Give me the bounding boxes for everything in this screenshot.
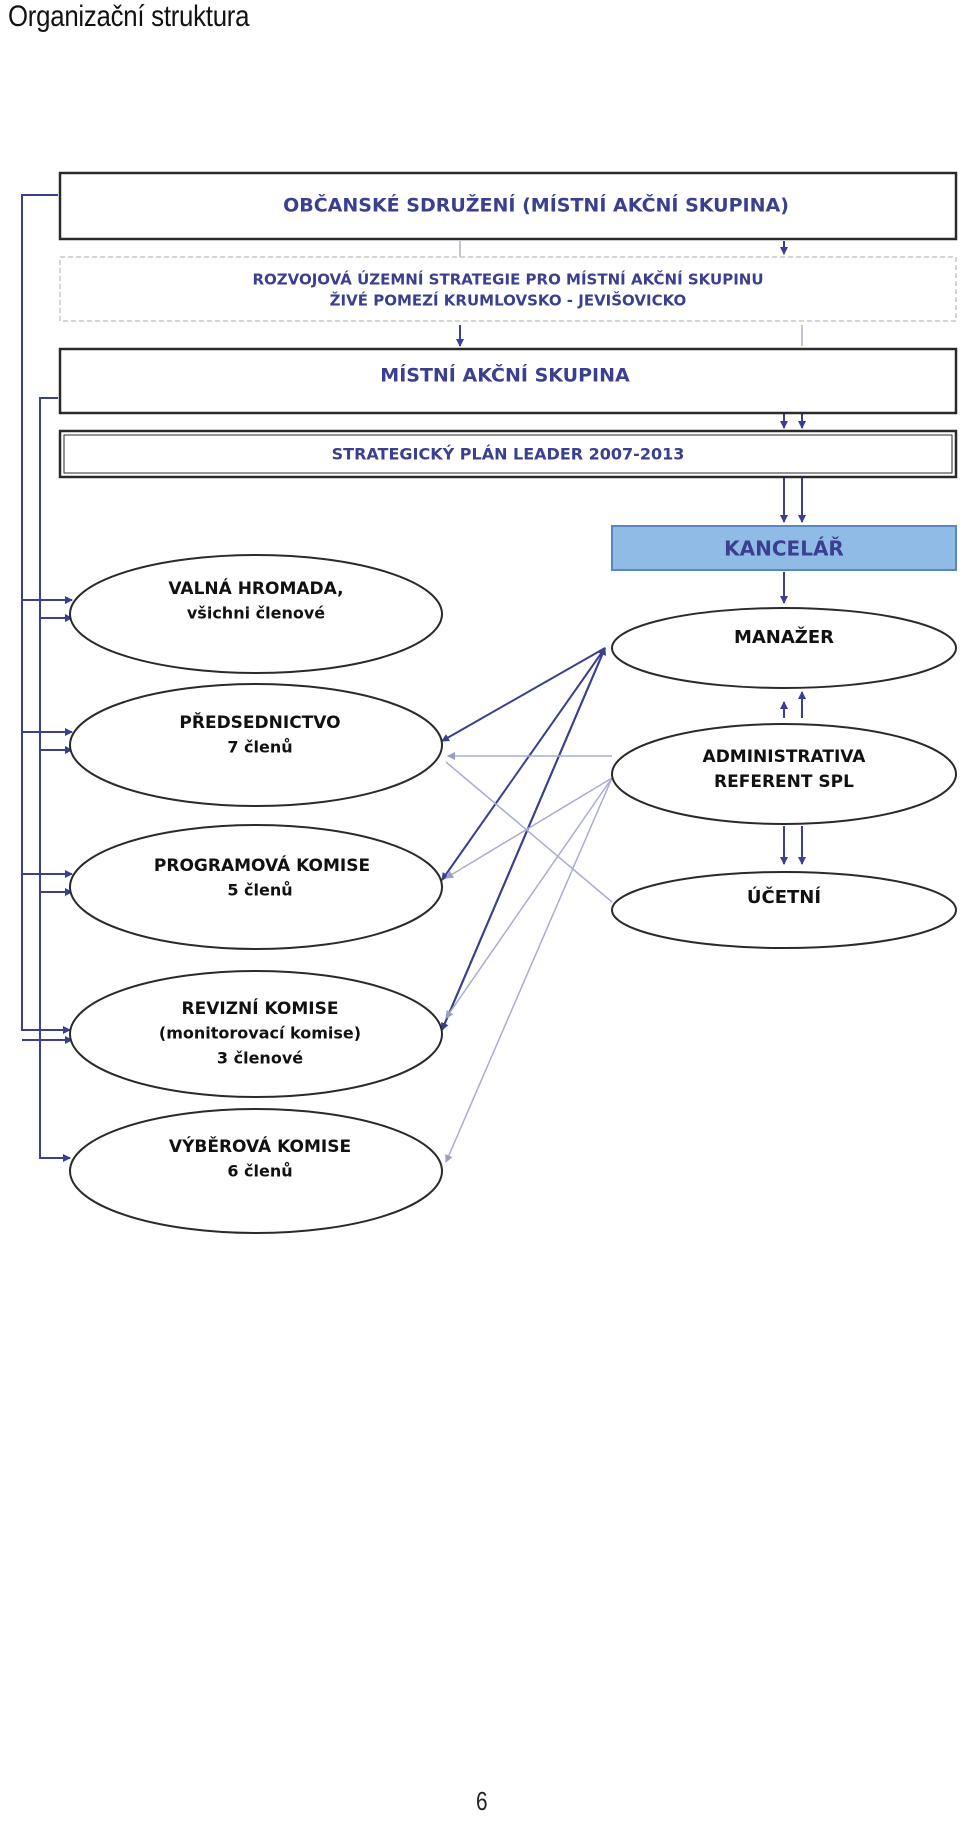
accountant-label: ÚČETNÍ — [747, 886, 821, 908]
ellipse-presidium: PŘEDSEDNICTVO 7 členů — [69, 683, 443, 807]
ellipse-audit-committee: REVIZNÍ KOMISE (monitorovací komise) 3 č… — [69, 970, 443, 1098]
administration-connectors — [445, 752, 613, 1163]
strategy-label-line1: ROZVOJOVÁ ÚZEMNÍ STRATEGIE PRO MÍSTNÍ AK… — [252, 270, 763, 289]
presidium-line1: PŘEDSEDNICTVO — [179, 711, 340, 733]
administration-line1: ADMINISTRATIVA — [703, 747, 867, 767]
local-action-group-label: MÍSTNÍ AKČNÍ SKUPINA — [380, 363, 630, 387]
ellipse-general-assembly: VALNÁ HROMADA, všichni členové — [69, 554, 443, 674]
audit-committee-line2: (monitorovací komise) — [159, 1024, 361, 1043]
box-strategy: ROZVOJOVÁ ÚZEMNÍ STRATEGIE PRO MÍSTNÍ AK… — [59, 256, 957, 322]
manager-connectors — [441, 647, 606, 1031]
presidium-line2: 7 členů — [227, 738, 292, 757]
audit-committee-line3: 3 členové — [217, 1049, 303, 1068]
ellipse-selection-committee: VÝBĚROVÁ KOMISE 6 členů — [69, 1108, 443, 1234]
administration-line2: REFERENT SPL — [714, 772, 854, 792]
manager-label: MANAŽER — [734, 626, 834, 648]
strategic-plan-label: STRATEGICKÝ PLÁN LEADER 2007-2013 — [332, 445, 685, 464]
vertical-connectors — [456, 241, 806, 865]
box-office: KANCELÁŘ — [611, 525, 957, 571]
box-civic-association: OBČANSKÉ SDRUŽENÍ (MÍSTNÍ AKČNÍ SKUPINA) — [58, 171, 958, 241]
ellipse-program-committee: PROGRAMOVÁ KOMISE 5 členů — [69, 824, 443, 950]
ellipse-accountant: ÚČETNÍ — [611, 871, 957, 949]
box-strategic-plan: STRATEGICKÝ PLÁN LEADER 2007-2013 — [58, 429, 958, 479]
civic-association-label: OBČANSKÉ SDRUŽENÍ (MÍSTNÍ AKČNÍ SKUPINA) — [283, 193, 789, 217]
strategy-label-line2: ŽIVÉ POMEZÍ KRUMLOVSKO - JEVIŠOVICKO — [330, 291, 687, 310]
audit-committee-line1: REVIZNÍ KOMISE — [182, 997, 339, 1019]
program-committee-line2: 5 členů — [227, 881, 292, 900]
program-committee-line1: PROGRAMOVÁ KOMISE — [154, 854, 370, 876]
general-assembly-line2: všichni členové — [187, 604, 325, 623]
selection-committee-line1: VÝBĚROVÁ KOMISE — [169, 1135, 351, 1157]
ellipse-manager: MANAŽER — [611, 607, 957, 689]
box-local-action-group: MÍSTNÍ AKČNÍ SKUPINA — [58, 347, 958, 415]
org-chart-diagram: OBČANSKÉ SDRUŽENÍ (MÍSTNÍ AKČNÍ SKUPINA)… — [21, 171, 958, 1234]
general-assembly-line1: VALNÁ HROMADA, — [168, 577, 343, 599]
light-vertical-connectors — [459, 241, 803, 346]
left-connectors — [21, 194, 73, 1162]
office-label: KANCELÁŘ — [724, 537, 844, 561]
page-heading: Organizační struktura — [8, 0, 250, 33]
page-number: 6 — [476, 1786, 488, 1816]
selection-committee-line2: 6 členů — [227, 1162, 292, 1181]
ellipse-administration: ADMINISTRATIVA REFERENT SPL — [611, 723, 957, 825]
